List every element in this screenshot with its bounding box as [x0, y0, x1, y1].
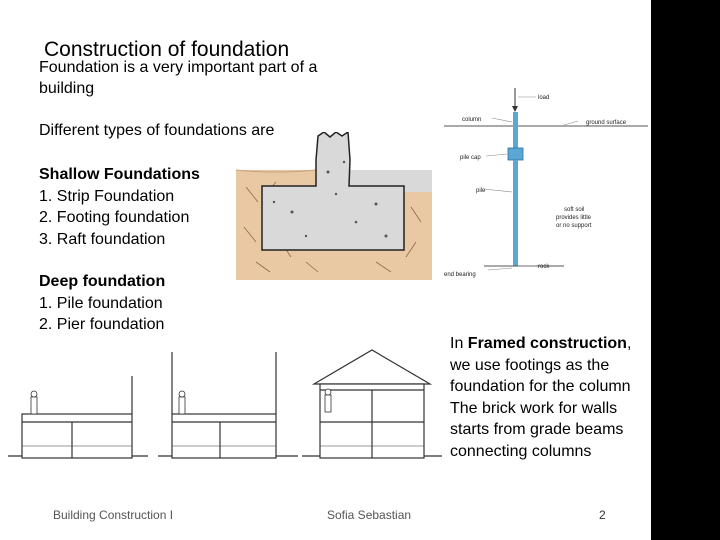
intro-text: Foundation is a very important part of a…: [39, 59, 318, 97]
deep-heading: Deep foundation: [39, 273, 166, 290]
list-item: 1. Pile foundation: [39, 294, 163, 312]
list-item: 2. Pier foundation: [39, 316, 165, 333]
page-number: 2: [599, 508, 606, 522]
shallow-foundations-list: Shallow Foundations 1. Strip Foundation …: [39, 164, 200, 250]
footer-course: Building Construction I: [53, 508, 174, 522]
slide-title: Construction of foundation: [44, 38, 290, 61]
framed-text2: The brick work for walls starts from gra…: [450, 399, 624, 460]
shallow-heading: Shallow Foundations: [39, 166, 200, 183]
label-soft-soil-2: provides little: [556, 215, 592, 221]
label-soft-soil: soft soil: [564, 207, 584, 213]
footing-illustration: [236, 132, 432, 280]
list-item: 3. Raft foundation: [39, 230, 166, 248]
label-rock: rock: [538, 264, 550, 270]
deep-foundations-list: Deep foundation 1. Pile foundation 2. Pi…: [39, 271, 165, 336]
building-sections-illustration: [8, 349, 442, 459]
side-bar: [651, 0, 720, 540]
footer-author: Sofia Sebastian: [327, 508, 412, 522]
list-item: 1. Strip Foundation: [39, 187, 175, 205]
list-item: 2. Footing foundation: [39, 209, 190, 226]
label-load: load: [538, 95, 549, 101]
framed-bold: Framed construction: [467, 335, 627, 352]
pile-foundation-diagram: load column ground surface pile cap pile…: [444, 88, 648, 278]
framed-prefix: In: [450, 335, 468, 352]
label-ground-surface: ground surface: [586, 120, 627, 126]
framed-text1: , we use footings as the foundation for …: [450, 335, 632, 395]
label-end-bearing: end bearing: [444, 272, 476, 278]
label-soft-soil-3: or no support: [556, 223, 592, 229]
framed-construction-text: In Framed construction, we use footings …: [450, 333, 650, 462]
label-pile-cap: pile cap: [460, 155, 481, 161]
label-pile: pile: [476, 188, 486, 194]
label-column: column: [462, 117, 481, 123]
types-heading: Different types of foundations are: [39, 122, 275, 139]
